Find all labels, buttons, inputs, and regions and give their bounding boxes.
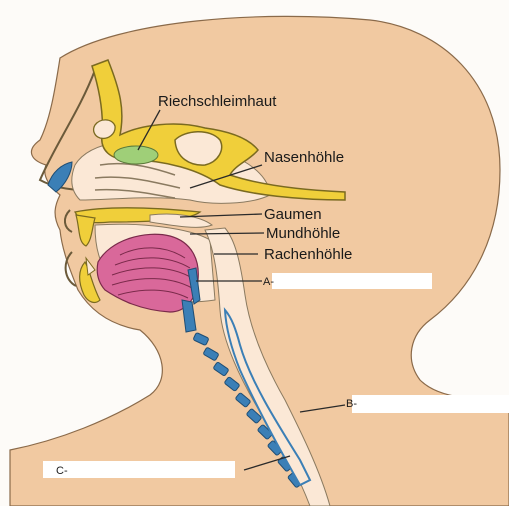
label-mundhoehle: Mundhöhle: [266, 225, 340, 242]
label-rachenhoehle: Rachenhöhle: [264, 246, 352, 263]
olfactory-mucosa: [114, 146, 158, 164]
answer-box-b[interactable]: [352, 395, 509, 413]
label-c: C-: [56, 465, 68, 477]
label-riechschleimhaut: Riechschleimhaut: [158, 93, 277, 110]
label-gaumen: Gaumen: [264, 206, 322, 223]
answer-box-c[interactable]: [43, 461, 235, 478]
sinus: [94, 120, 115, 139]
label-b: B-: [346, 398, 357, 410]
label-nasenhoehle: Nasenhöhle: [264, 149, 344, 166]
answer-box-a[interactable]: [272, 273, 432, 289]
label-a: A-: [263, 276, 274, 288]
